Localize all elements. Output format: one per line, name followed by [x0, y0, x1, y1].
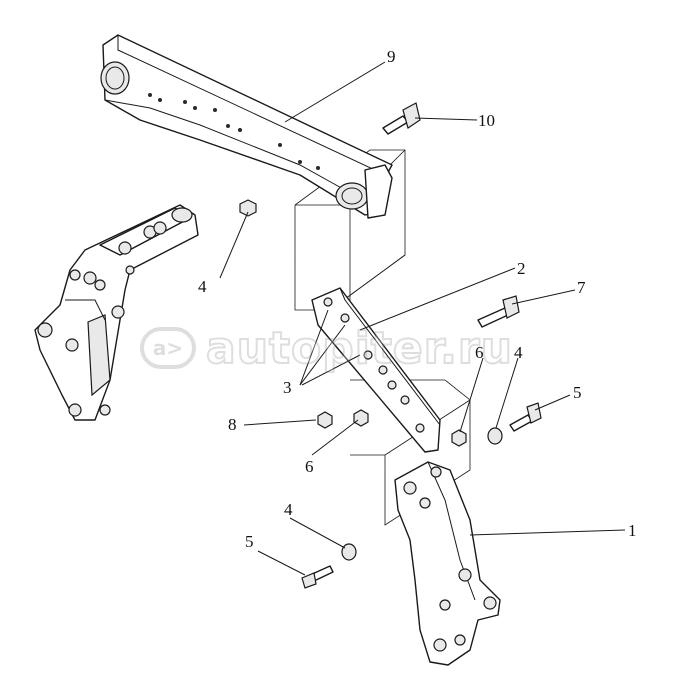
- callout-labels: 9 10 4 2 7 3 6 4 5 8 6 4 5 1: [198, 47, 637, 551]
- callout-10: 10: [478, 111, 495, 130]
- callout-9: 9: [387, 47, 396, 66]
- bolt-10-part: [382, 102, 421, 135]
- callout-6-left: 6: [305, 457, 314, 476]
- callout-4-right: 4: [514, 343, 523, 362]
- callout-4-lower: 4: [284, 500, 293, 519]
- left-bracket-part: [34, 204, 199, 421]
- callout-5-lower: 5: [245, 532, 254, 551]
- nut-4-upper-part: [239, 199, 257, 217]
- callout-7: 7: [577, 278, 586, 297]
- callout-leaders: [219, 61, 626, 576]
- spacer-plate-part: [311, 287, 441, 453]
- crossmember-beam-part: [100, 34, 393, 219]
- callout-3: 3: [283, 378, 292, 397]
- callout-5-right: 5: [573, 383, 582, 402]
- callout-8: 8: [228, 415, 237, 434]
- rear-bracket-part: [394, 461, 501, 666]
- callout-1: 1: [628, 521, 637, 540]
- washer-4-part: [341, 427, 503, 561]
- callout-4-upper: 4: [198, 277, 207, 296]
- nut-8-part: [317, 411, 333, 429]
- callout-6-right: 6: [475, 343, 484, 362]
- nut-6-part: [353, 409, 467, 447]
- bolt-5-part: [301, 402, 542, 589]
- callout-2: 2: [517, 259, 526, 278]
- bolt-7-part: [477, 295, 520, 328]
